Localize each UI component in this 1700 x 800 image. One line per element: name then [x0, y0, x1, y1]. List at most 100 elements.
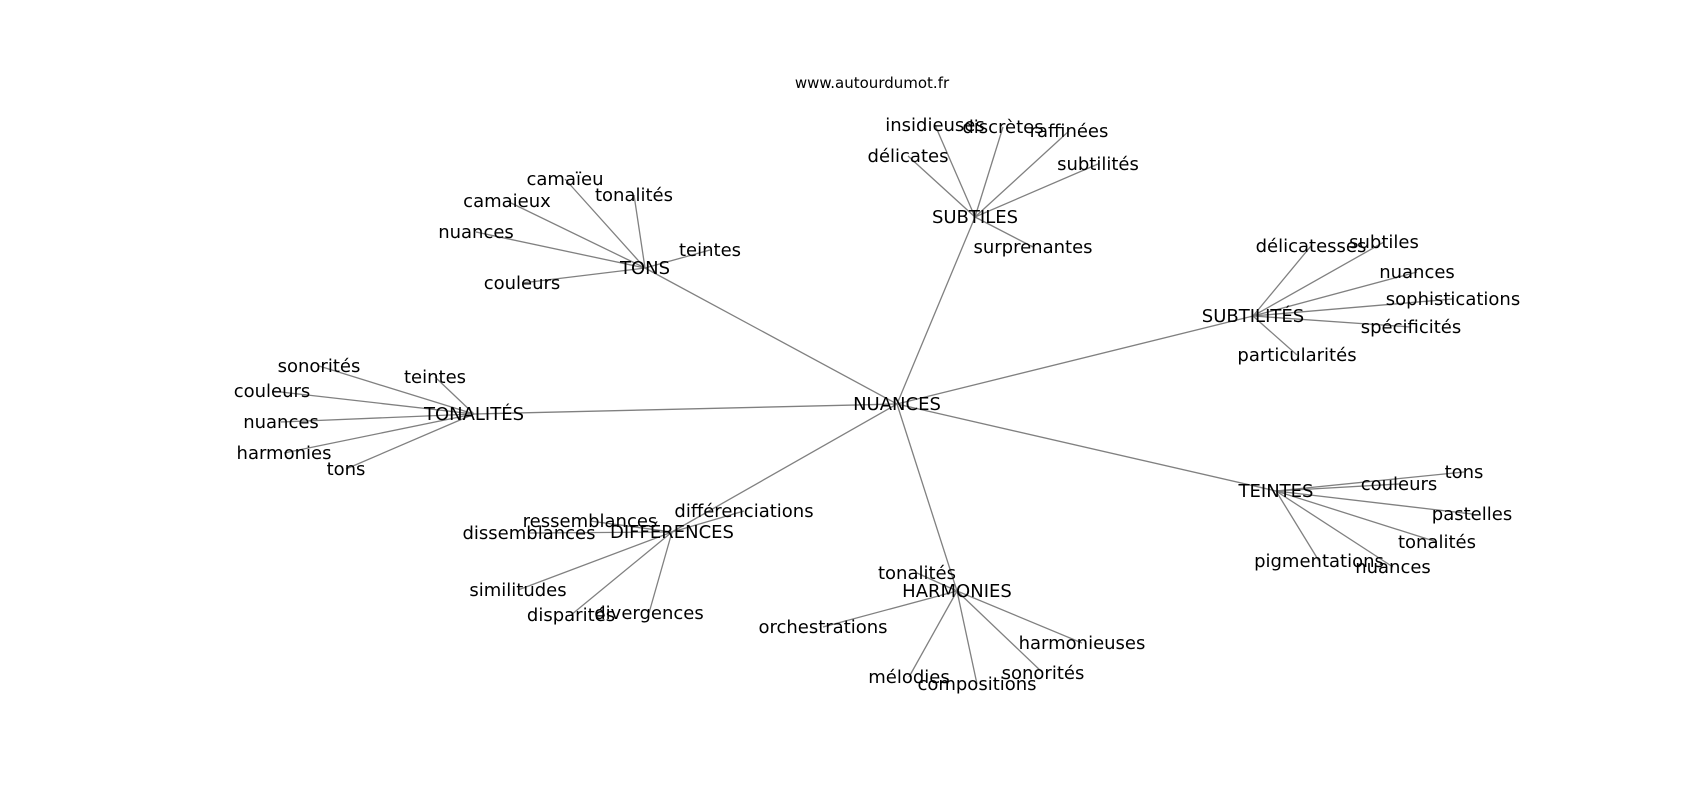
edge-harmonies-word: [822, 590, 958, 628]
edge-harmonies-word: [956, 590, 1083, 644]
edge-subtilites-word: [1252, 241, 1385, 317]
edge-teintes-word: [1275, 490, 1473, 515]
word-node-label: nuances: [1355, 557, 1431, 578]
word-node-label: subtiles: [1349, 232, 1419, 253]
edge-subtiles-word: [934, 124, 976, 218]
edge-tonalites-word: [345, 413, 475, 470]
word-node-label: disparités: [527, 605, 615, 626]
word-node-label: nuances: [1379, 262, 1455, 283]
word-node-label: mélodies: [868, 667, 950, 688]
center-node-label: NUANCES: [853, 394, 941, 415]
word-node-label: pigmentations: [1254, 551, 1384, 572]
edge-center-to-differences: [671, 403, 898, 533]
edge-teintes-word: [1275, 490, 1438, 543]
word-node-label: compositions: [917, 674, 1036, 695]
cluster-node-label: TEINTES: [1238, 481, 1314, 502]
word-node-label: couleurs: [1361, 474, 1438, 495]
edge-center-to-subtilites: [896, 315, 1254, 405]
edge-subtiles-word: [974, 163, 1099, 218]
word-node-label: camaieux: [463, 191, 551, 212]
word-node-label: couleurs: [234, 381, 311, 402]
edge-subtilites-word: [1252, 315, 1412, 328]
word-node-label: dissemblances: [462, 523, 595, 544]
cluster-node-label: DIFFÉRENCES: [610, 521, 734, 543]
word-node-label: similitudes: [469, 580, 566, 601]
edge-harmonies-word: [908, 590, 958, 678]
edge-tonalites-word: [280, 413, 475, 423]
cluster-node-label: TONS: [619, 258, 670, 279]
word-node-label: délicatesses: [1256, 236, 1367, 257]
word-node-label: sonorités: [278, 356, 361, 377]
word-node-label: divergences: [594, 603, 704, 624]
edge-differences-word: [671, 510, 745, 533]
cluster-node-label: SUBTILITÉS: [1202, 305, 1304, 327]
edge-differences-word: [517, 531, 673, 591]
edge-teintes-word: [1275, 490, 1394, 568]
edge-teintes-word: [1275, 483, 1400, 492]
edge-center-to-tons: [644, 267, 898, 405]
edge-tons-word: [564, 178, 646, 269]
word-node-label: différenciations: [674, 501, 813, 522]
edge-center-to-teintes: [896, 403, 1277, 492]
edge-tons-word: [475, 231, 646, 269]
edge-tons-word: [633, 194, 646, 269]
word-node-label: nuances: [438, 222, 514, 243]
word-node-label: nuances: [243, 412, 319, 433]
word-node-label: spécificités: [1361, 317, 1462, 338]
graph-edges: [271, 124, 1473, 685]
word-node-label: tonalités: [1398, 532, 1476, 553]
graph-labels: www.autourdumot.fr NUANCES SUBTILES insid…: [234, 74, 1521, 695]
word-node-label: surprenantes: [973, 237, 1092, 258]
edge-differences-word: [570, 531, 673, 616]
word-node-label: harmonieuses: [1019, 633, 1146, 654]
edge-subtiles-word: [974, 130, 1070, 218]
word-node-label: sonorités: [1002, 663, 1085, 684]
edge-subtiles-word: [974, 216, 1034, 248]
word-node-label: tonalités: [878, 563, 956, 584]
word-node-label: tons: [327, 459, 366, 480]
word-node-label: insidieuses: [885, 115, 985, 136]
edge-teintes-word: [1275, 471, 1465, 492]
cluster-node-label: TONALITÉS: [423, 403, 524, 425]
word-node-label: couleurs: [484, 273, 561, 294]
edge-subtiles-word: [907, 155, 976, 218]
word-node-label: tonalités: [595, 185, 673, 206]
edge-differences-word: [648, 531, 673, 614]
word-node-label: teintes: [404, 367, 466, 388]
edge-teintes-word: [1275, 490, 1320, 562]
word-node-label: camaïeu: [527, 169, 604, 190]
edge-differences-word: [589, 520, 673, 533]
edge-subtiles-word: [974, 126, 1004, 218]
edge-subtilites-word: [1252, 271, 1418, 317]
word-node-label: ressemblances: [523, 511, 658, 532]
site-label: www.autourdumot.fr: [795, 74, 950, 92]
edge-tonalites-word: [318, 365, 475, 415]
edge-subtilites-word: [1252, 298, 1454, 317]
edge-harmonies-word: [916, 572, 958, 592]
word-node-label: délicates: [868, 146, 949, 167]
cluster-node-label: SUBTILES: [932, 207, 1018, 228]
word-node-label: sophistications: [1386, 289, 1520, 310]
word-node-label: tons: [1445, 462, 1484, 483]
word-node-label: orchestrations: [758, 617, 887, 638]
edge-center-to-harmonies: [896, 403, 958, 592]
edge-harmonies-word: [956, 590, 978, 685]
word-node-label: pastelles: [1432, 504, 1512, 525]
edge-tons-word: [644, 249, 711, 269]
edge-subtilites-word: [1252, 315, 1298, 356]
word-node-label: teintes: [679, 240, 741, 261]
edge-differences-word: [528, 531, 673, 534]
edge-center-to-subtiles: [896, 216, 976, 405]
edge-harmonies-word: [956, 590, 1044, 674]
edge-tonalites-word: [434, 376, 475, 415]
edge-center-to-tonalites: [473, 403, 898, 415]
word-node-label: discrètes: [962, 117, 1043, 138]
edge-subtilites-word: [1252, 245, 1312, 317]
word-node-label: subtilités: [1057, 154, 1139, 175]
word-node-label: harmonies: [237, 443, 332, 464]
edge-tons-word: [521, 267, 646, 284]
word-node-label: raffinées: [1030, 121, 1109, 142]
cluster-node-label: HARMONIES: [902, 581, 1012, 602]
edge-tonalites-word: [271, 390, 475, 415]
edge-tonalites-word: [283, 413, 475, 454]
